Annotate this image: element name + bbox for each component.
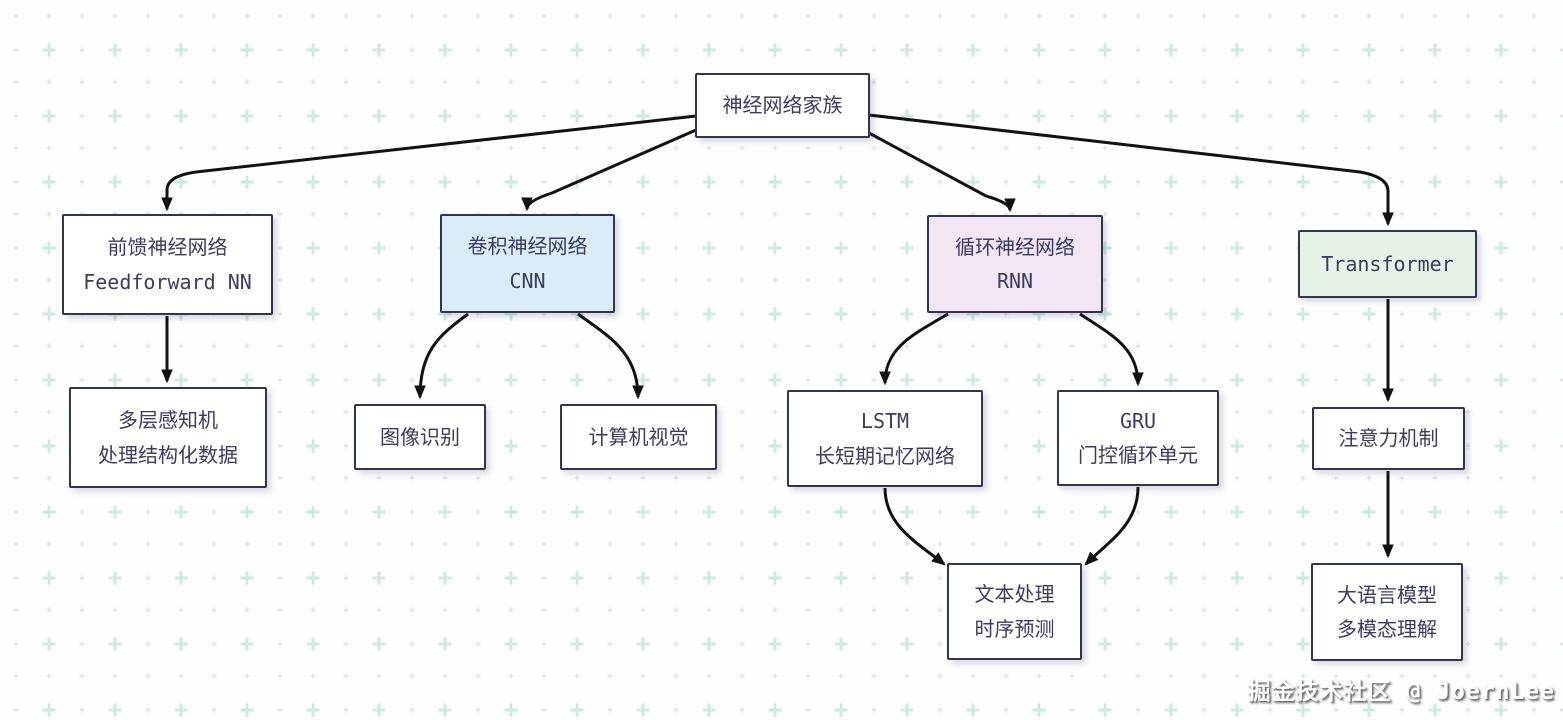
watermark: 掘金技术社区 @ JoernLee xyxy=(1247,679,1555,705)
arrow-cnn-to-image-recognition xyxy=(414,312,469,400)
node-feedforward-nn: 前馈神经网络 Feedforward NN xyxy=(62,214,273,315)
node-label: Feedforward NN xyxy=(83,269,252,294)
node-label: 处理结构化数据 xyxy=(98,442,238,467)
node-label: 文本处理 xyxy=(974,582,1055,607)
node-label: 图像识别 xyxy=(380,424,460,449)
node-label: GRU xyxy=(1119,408,1157,433)
node-label: CNN xyxy=(509,268,546,293)
node-rnn: 循环神经网络 RNN xyxy=(927,215,1103,313)
node-label: 时序预测 xyxy=(974,616,1055,641)
node-label: RNN xyxy=(996,269,1034,293)
node-label: 多层感知机 xyxy=(118,408,218,433)
node-label: LSTM xyxy=(860,409,910,434)
arrow-cnn-to-computer-vision xyxy=(577,312,644,400)
arrow-root-to-ffnn xyxy=(161,114,697,212)
node-attention: 注意力机制 xyxy=(1312,407,1465,470)
arrow-rnn-to-lstm xyxy=(879,312,949,386)
node-label: 计算机视觉 xyxy=(588,424,689,449)
arrow-gru-to-text-processing xyxy=(1084,486,1140,566)
node-label: 多模态理解 xyxy=(1337,617,1437,641)
node-label: 卷积神经网络 xyxy=(467,234,588,259)
node-label: 门控循环单元 xyxy=(1078,443,1198,467)
node-label: 前馈神经网络 xyxy=(107,235,228,260)
node-gru: GRU 门控循环单元 xyxy=(1057,390,1219,486)
node-lstm: LSTM 长短期记忆网络 xyxy=(787,390,983,487)
node-label: Transformer xyxy=(1321,251,1454,276)
arrow-root-to-cnn xyxy=(521,128,697,212)
node-label: 注意力机制 xyxy=(1338,426,1439,451)
arrow-rnn-to-gru xyxy=(1079,312,1144,387)
node-neural-network-family: 神经网络家族 xyxy=(695,73,870,138)
arrow-root-to-rnn xyxy=(868,131,1016,213)
node-cnn: 卷积神经网络 CNN xyxy=(440,214,615,313)
node-computer-vision: 计算机视觉 xyxy=(560,404,717,470)
node-label: 神经网络家族 xyxy=(722,93,843,118)
node-image-recognition: 图像识别 xyxy=(354,404,486,470)
arrow-root-to-transformer xyxy=(868,113,1394,227)
node-label: 长短期记忆网络 xyxy=(815,443,955,468)
node-mlp: 多层感知机 处理结构化数据 xyxy=(69,387,267,488)
node-transformer: Transformer xyxy=(1298,230,1477,298)
node-label: 循环神经网络 xyxy=(955,234,1075,259)
node-text-processing: 文本处理 时序预测 xyxy=(947,563,1082,660)
node-label: 大语言模型 xyxy=(1337,582,1437,607)
node-llm: 大语言模型 多模态理解 xyxy=(1311,563,1463,661)
arrow-lstm-to-text-processing xyxy=(883,487,946,566)
